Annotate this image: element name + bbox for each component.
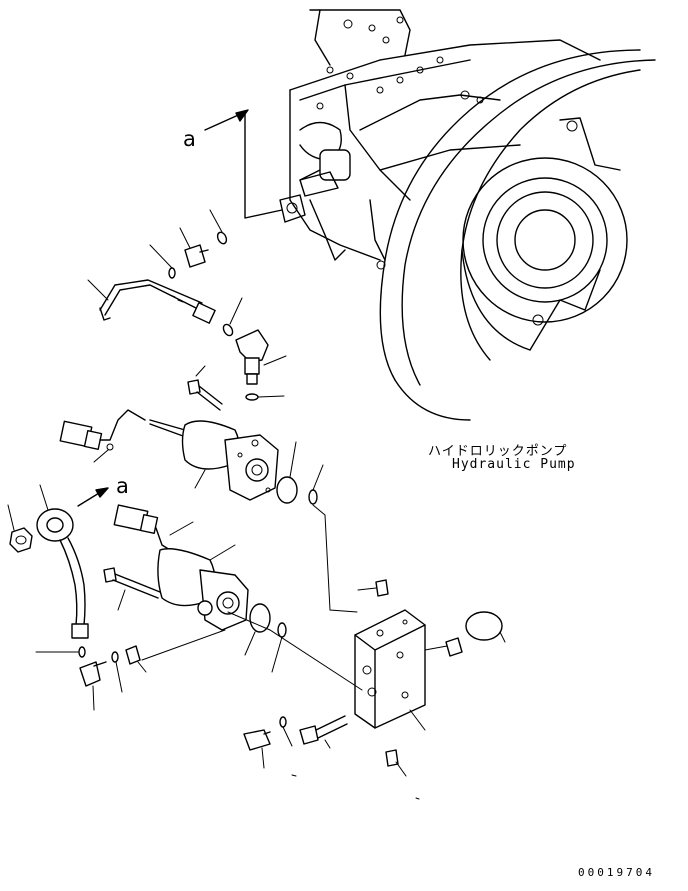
reference-mark-top: a <box>183 127 196 151</box>
leader-stubs <box>291 774 420 800</box>
pump-name-japanese: ハイドロリックポンプ <box>428 444 568 459</box>
reference-mark-left: a <box>116 474 129 498</box>
o-ring-small-4 <box>279 716 293 747</box>
nut <box>7 504 33 553</box>
reference-arrow-top <box>204 109 283 219</box>
reference-arrow-left <box>77 487 109 507</box>
connection-lines <box>141 504 363 691</box>
pilot-hose-tube <box>87 279 216 324</box>
valve-block-plug-top <box>357 579 389 597</box>
connector-plug-upper <box>59 409 146 463</box>
o-ring-small-2 <box>111 651 123 693</box>
solenoid-valve-upper <box>149 419 279 501</box>
drawing-number: 00019704 <box>578 866 655 879</box>
o-ring-large-2 <box>244 603 271 656</box>
o-ring-3 <box>222 297 243 337</box>
hydraulic-pump-assembly <box>279 9 656 421</box>
bolt-lower-left <box>243 729 271 769</box>
o-ring-large-3 <box>465 611 506 643</box>
bolt-left <box>103 567 161 611</box>
o-ring-4 <box>245 393 285 401</box>
valve-block-plug-right <box>424 637 463 657</box>
o-ring-small-1 <box>308 464 324 505</box>
bolt-top <box>187 365 223 411</box>
valve-block <box>354 609 426 731</box>
o-ring-2 <box>149 244 176 279</box>
pump-name-english: Hydraulic Pump <box>452 457 576 472</box>
connector-plug-lower <box>113 504 194 551</box>
o-ring-small-3 <box>271 622 287 673</box>
solenoid-valve-lower <box>157 544 249 631</box>
o-ring-large-1 <box>276 441 298 504</box>
plug-fitting <box>125 645 147 673</box>
o-ring-1 <box>209 209 228 245</box>
bolt-lower-center <box>299 715 348 749</box>
elbow-adapter <box>235 329 287 385</box>
valve-block-plug-bottom <box>385 749 407 777</box>
adapter-left-bottom <box>35 646 107 711</box>
hose-with-sleeve <box>36 484 89 639</box>
elbow-connector-small <box>179 227 209 268</box>
